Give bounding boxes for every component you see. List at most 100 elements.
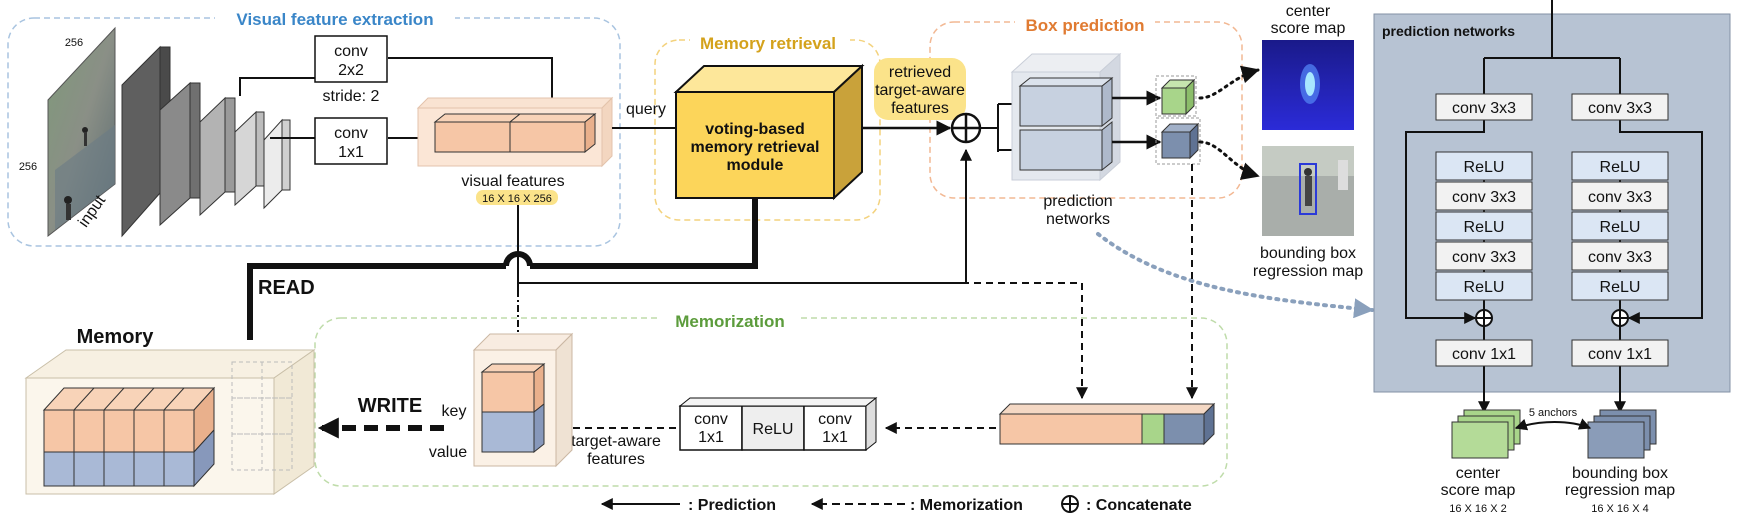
out-bbox-label-2: regression map — [1565, 482, 1675, 499]
conv-1x1-label-2: 1x1 — [338, 144, 364, 161]
legend: : Prediction : Memorization : Concatenat… — [600, 495, 1192, 514]
title-box-prediction: Box prediction — [1025, 16, 1144, 35]
read-path — [247, 148, 972, 340]
dotted-arrow-center — [1198, 65, 1260, 100]
right-layer-label-2: conv 3x3 — [1588, 189, 1652, 206]
right-layer-label-5: ReLU — [1600, 279, 1641, 296]
stride-label: stride: 2 — [323, 88, 380, 105]
out-bbox-dims: 16 X 16 X 4 — [1591, 503, 1649, 515]
retrieved-label-1: retrieved — [889, 64, 951, 81]
left-layer-box-1 — [1435, 151, 1533, 181]
visual-features-tensor — [416, 96, 614, 168]
right-layer-box-0 — [1571, 93, 1669, 121]
mem-conv2-label-2: 1x1 — [822, 429, 848, 446]
retrieval-module-line-1: voting-based — [705, 121, 805, 138]
write-label: WRITE — [358, 395, 422, 417]
prediction-networks-block — [1010, 52, 1122, 182]
left-layer-label-3: ReLU — [1464, 219, 1505, 236]
left-layer-box-0 — [1435, 93, 1533, 121]
visual-features-dims-badge — [476, 190, 558, 205]
left-layer-label-2: conv 3x3 — [1452, 189, 1516, 206]
panel-title: prediction networks — [1382, 23, 1515, 39]
left-layer-box-6 — [1435, 339, 1533, 367]
right-layer-label-1: ReLU — [1600, 159, 1641, 176]
backbone-layers — [121, 45, 291, 238]
memory-title: Memory — [77, 326, 155, 348]
input-dim-left: 256 — [19, 161, 37, 173]
dotted-arrow-bbox — [1198, 140, 1260, 180]
mem-conv1-label-2: 1x1 — [698, 429, 724, 446]
mem-conv2-label-1: conv — [818, 411, 852, 428]
mem-relu-label: ReLU — [753, 421, 794, 438]
left-layer-box-2 — [1435, 181, 1533, 211]
conv-2x2-label-1: conv — [334, 43, 368, 60]
left-layer-label-5: ReLU — [1464, 279, 1505, 296]
visual-features-dims: 16 X 16 X 256 — [482, 193, 552, 205]
section-memory-retrieval: Memory retrieval — [654, 32, 881, 221]
bbox-regression-map-image — [1262, 146, 1354, 236]
conv-1x1-box: conv 1x1 — [314, 117, 388, 165]
input-dim-top: 256 — [65, 37, 83, 49]
right-layer-box-4 — [1571, 241, 1669, 271]
anchors-arrow — [1514, 418, 1592, 431]
concatenated-tensor — [998, 402, 1216, 446]
retrieved-features-badge — [874, 58, 966, 120]
right-layer-box-5 — [1571, 271, 1669, 301]
left-layer-label-6: conv 1x1 — [1452, 346, 1516, 363]
title-visual-feature-extraction: Visual feature extraction — [236, 10, 433, 29]
panel-plus-icons — [1475, 309, 1629, 327]
title-memorization: Memorization — [675, 312, 785, 331]
legend-prediction-label: : Prediction — [688, 497, 776, 514]
input-image: 256 256 input — [19, 26, 116, 238]
retrieval-module-line-3: module — [727, 157, 784, 174]
memorization-layers: conv 1x1 ReLU conv 1x1 — [678, 396, 878, 452]
key-label: key — [442, 403, 467, 420]
center-score-map-label-2: score map — [1271, 20, 1346, 37]
prediction-networks-panel: prediction networks — [1373, 13, 1731, 393]
right-layer-box-6 — [1571, 339, 1669, 367]
right-layer-box-3 — [1571, 211, 1669, 241]
legend-concat-icon — [1061, 495, 1079, 513]
key-value-tensor — [472, 332, 574, 468]
out-bbox-map-stack — [1587, 409, 1657, 459]
conv-2x2-box: conv 2x2 — [314, 35, 388, 83]
left-layer-label-0: conv 3x3 — [1452, 100, 1516, 117]
center-output-cube — [1155, 75, 1197, 117]
legend-memorization-label: : Memorization — [910, 497, 1023, 514]
out-center-dims: 16 X 16 X 2 — [1449, 503, 1507, 515]
center-score-map-label-1: center — [1286, 3, 1331, 20]
conv-2x2-label-2: 2x2 — [338, 62, 364, 79]
right-layer-box-1 — [1571, 151, 1669, 181]
value-label: value — [429, 444, 467, 461]
bbox-output-cube — [1155, 117, 1201, 165]
right-layer-label-0: conv 3x3 — [1588, 100, 1652, 117]
prediction-networks-label-2: networks — [1046, 211, 1110, 228]
retrieval-module-line-2: memory retrieval — [691, 139, 820, 156]
retrieved-label-3: features — [891, 100, 949, 117]
anchors-label: 5 anchors — [1529, 407, 1578, 419]
right-layer-label-3: ReLU — [1600, 219, 1641, 236]
out-center-label-2: score map — [1441, 482, 1516, 499]
section-memorization: Memorization — [314, 309, 1228, 487]
left-layer-box-4 — [1435, 241, 1533, 271]
left-layer-label-4: conv 3x3 — [1452, 249, 1516, 266]
memory-slots — [42, 386, 216, 488]
read-label: READ — [258, 277, 315, 299]
out-bbox-label-1: bounding box — [1572, 465, 1668, 482]
out-center-map-stack — [1451, 409, 1521, 459]
left-layer-box-3 — [1435, 211, 1533, 241]
zoom-arrow — [1096, 232, 1374, 319]
right-layer-label-4: conv 3x3 — [1588, 249, 1652, 266]
visual-features-label: visual features — [461, 173, 564, 190]
retrieval-module: voting-based memory retrieval module — [673, 63, 865, 201]
center-score-map-image — [1262, 40, 1354, 130]
right-layer-label-6: conv 1x1 — [1588, 346, 1652, 363]
target-aware-label-1: target-aware — [571, 433, 661, 450]
mem-conv1-label-1: conv — [694, 411, 728, 428]
right-layer-box-2 — [1571, 181, 1669, 211]
query-label: query — [626, 101, 666, 118]
memorization-paths — [530, 164, 1198, 434]
left-layer-label-1: ReLU — [1464, 159, 1505, 176]
